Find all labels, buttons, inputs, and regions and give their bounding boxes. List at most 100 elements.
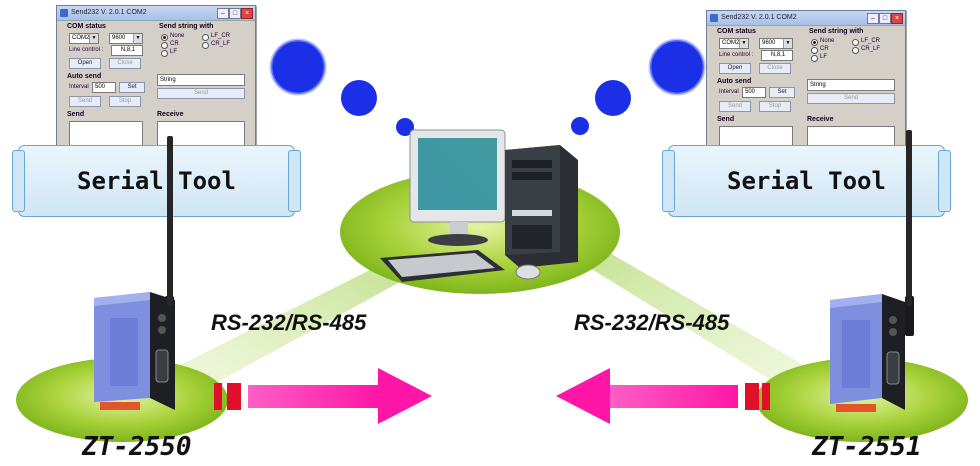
thought-bubbles	[269, 38, 706, 136]
auto-send-button[interactable]: Send	[69, 96, 101, 107]
serial-tool-banner-right: Serial Tool	[662, 145, 951, 217]
baud-rate-value: 9600	[112, 35, 126, 41]
auto-send-button[interactable]: Send	[719, 101, 751, 112]
device-label-right: ZT-2551	[812, 432, 922, 462]
send-label: Send	[67, 111, 85, 118]
com-status-label: COM status	[717, 28, 756, 35]
serial-tool-banner-left: Serial Tool	[12, 145, 301, 217]
radio-none-label: None	[820, 38, 835, 44]
string-value: String	[160, 77, 176, 83]
arrow-right-to-pc	[214, 368, 432, 424]
close-button[interactable]: Close	[109, 58, 141, 69]
radio-lf[interactable]	[811, 55, 818, 62]
chevron-down-icon: ▼	[783, 39, 792, 48]
maximize-icon[interactable]: □	[879, 13, 891, 24]
auto-send-label: Auto send	[67, 73, 102, 80]
banner-scroll-left	[662, 150, 675, 212]
banner-scroll-left	[12, 150, 25, 212]
arrow-left-to-pc	[556, 368, 770, 424]
minimize-icon[interactable]: –	[217, 8, 229, 19]
chevron-down-icon: ▼	[89, 34, 98, 43]
title-bar: Send232 V. 2.0.1 COM2 – □ ×	[57, 6, 255, 21]
title-bar: Send232 V. 2.0.1 COM2 – □ ×	[707, 11, 905, 26]
send-string-with-label: Send string with	[809, 28, 864, 35]
radio-lf-cr[interactable]	[852, 39, 859, 46]
open-button[interactable]: Open	[719, 63, 751, 74]
radio-cr-lf-label: CR_LF	[861, 46, 881, 52]
radio-cr[interactable]	[161, 42, 168, 49]
interval-field[interactable]: 500	[742, 87, 766, 98]
interval-value: 500	[745, 89, 756, 95]
close-icon[interactable]: ×	[241, 8, 253, 19]
baud-rate-value: 9600	[762, 40, 776, 46]
radio-lf-cr-label: LF_CR	[861, 38, 881, 44]
set-button[interactable]: Set	[769, 87, 795, 98]
receive-label: Receive	[157, 111, 184, 118]
device-label-left: ZT-2550	[82, 432, 192, 462]
auto-send-label: Auto send	[717, 78, 752, 85]
line-control-field[interactable]: N,8,1	[761, 50, 793, 61]
chevron-down-icon: ▼	[133, 34, 142, 43]
stop-button[interactable]: Stop	[109, 96, 141, 107]
window-title: Send232 V. 2.0.1 COM2	[721, 14, 797, 21]
stop-button[interactable]: Stop	[759, 101, 791, 112]
line-control-value: N,8,1	[120, 47, 136, 53]
window-title: Send232 V. 2.0.1 COM2	[71, 9, 147, 16]
app-icon	[710, 14, 718, 22]
serial-tool-label: Serial Tool	[727, 167, 886, 195]
radio-none[interactable]	[811, 39, 818, 46]
com-status-label: COM status	[67, 23, 106, 30]
send232-window-right: Send232 V. 2.0.1 COM2 – □ × COM status C…	[706, 10, 906, 162]
set-button[interactable]: Set	[119, 82, 145, 93]
interval-value: 500	[95, 84, 106, 90]
baud-rate-select[interactable]: 9600 ▼	[109, 33, 143, 44]
baud-rate-select[interactable]: 9600 ▼	[759, 38, 793, 49]
string-value: String	[810, 82, 826, 88]
link-beam-left	[150, 265, 400, 400]
app-icon	[60, 9, 68, 17]
zt-2551-device	[830, 134, 914, 412]
string-input[interactable]: String	[807, 79, 895, 91]
link-beam-right	[590, 252, 830, 398]
line-control-value: N,8,1	[770, 52, 786, 58]
link-label-right: RS-232/RS-485	[574, 310, 730, 335]
string-input[interactable]: String	[157, 74, 245, 86]
radio-cr-lf-label: CR_LF	[211, 41, 231, 47]
com-port-select[interactable]: COM2▼	[719, 38, 749, 49]
desktop-computer	[380, 129, 578, 282]
receive-label: Receive	[807, 116, 834, 123]
radio-lf-cr-label: LF_CR	[211, 33, 231, 39]
line-control-label: Line control :	[69, 47, 104, 53]
send232-window-left: Send232 V. 2.0.1 COM2 – □ × COM status C…	[56, 5, 256, 157]
send-button[interactable]: Send	[157, 88, 245, 99]
radio-cr-lf[interactable]	[202, 42, 209, 49]
radio-none[interactable]	[161, 34, 168, 41]
radio-lf[interactable]	[161, 50, 168, 57]
radio-lf-label: LF	[170, 49, 178, 55]
line-control-field[interactable]: N,8,1	[111, 45, 143, 56]
radio-cr-label: CR	[820, 46, 829, 52]
radio-cr-lf[interactable]	[852, 47, 859, 54]
minimize-icon[interactable]: –	[867, 13, 879, 24]
chevron-down-icon: ▼	[739, 39, 748, 48]
radio-cr[interactable]	[811, 47, 818, 54]
link-label-left: RS-232/RS-485	[211, 310, 367, 335]
radio-lf-cr[interactable]	[202, 34, 209, 41]
interval-label: Interval	[719, 89, 739, 95]
com-port-value: COM2	[722, 40, 740, 46]
maximize-icon[interactable]: □	[229, 8, 241, 19]
close-button[interactable]: Close	[759, 63, 791, 74]
com-port-value: COM2	[72, 35, 90, 41]
banner-scroll-right	[288, 150, 301, 212]
banner-scroll-right	[938, 150, 951, 212]
serial-tool-label: Serial Tool	[77, 167, 236, 195]
radio-lf-label: LF	[820, 54, 828, 60]
interval-field[interactable]: 500	[92, 82, 116, 93]
open-button[interactable]: Open	[69, 58, 101, 69]
radio-cr-label: CR	[170, 41, 179, 47]
send-button[interactable]: Send	[807, 93, 895, 104]
com-port-select[interactable]: COM2▼	[69, 33, 99, 44]
line-control-label: Line control :	[719, 52, 754, 58]
close-icon[interactable]: ×	[891, 13, 903, 24]
